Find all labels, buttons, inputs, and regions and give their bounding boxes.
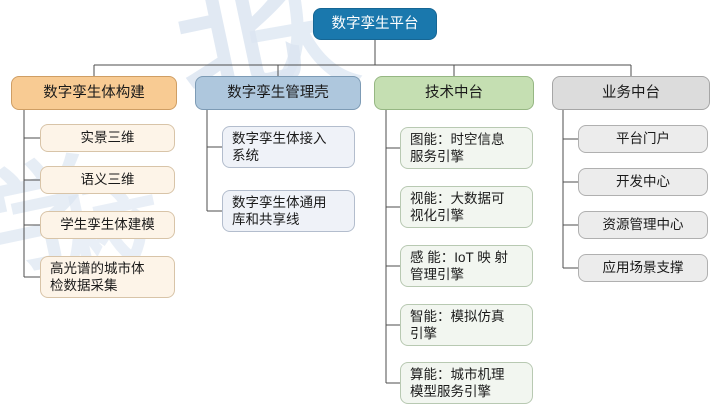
leaf-node-label: 开发中心: [616, 174, 670, 190]
leaf-node-label: 资源管理中心: [602, 217, 684, 233]
branch-node-tech-platform[interactable]: 技术中台: [374, 76, 534, 110]
leaf-node-access-system[interactable]: 数字孪生体接入 系统: [222, 126, 355, 168]
branch-node-construction[interactable]: 数字孪生体构建: [11, 76, 177, 110]
leaf-node-compute-engine[interactable]: 算能：城市机理 模型服务引擎: [400, 362, 533, 404]
leaf-node-sense-engine[interactable]: 感 能：IoT 映 射 管理引擎: [400, 245, 533, 287]
leaf-node-label: 应用场景支撑: [602, 260, 684, 276]
leaf-node-resource-center[interactable]: 资源管理中心: [578, 211, 708, 239]
leaf-node-label: 实景三维: [80, 130, 135, 146]
leaf-node-semantic-3d[interactable]: 语义三维: [40, 166, 175, 194]
leaf-node-label: 平台门户: [616, 131, 670, 147]
leaf-node-visual-engine[interactable]: 视能：大数据可 视化引擎: [400, 186, 533, 228]
leaf-node-label: 数字孪生体接入 系统: [232, 130, 327, 163]
leaf-node-label: 语义三维: [80, 172, 135, 188]
leaf-node-label: 数字孪生体通用 库和共享线: [232, 194, 327, 227]
leaf-node-label: 视能：大数据可 视化引擎: [410, 190, 505, 223]
branch-node-label: 数字孪生管理壳: [227, 84, 329, 101]
branch-node-label: 业务中台: [602, 84, 660, 101]
leaf-node-label: 图能：时空信息 服务引擎: [410, 131, 505, 164]
root-node-label: 数字孪生平台: [331, 15, 419, 32]
leaf-node-smart-engine[interactable]: 智能：模拟仿真 引擎: [400, 304, 533, 346]
root-node-digital-twin-platform[interactable]: 数字孪生平台: [313, 8, 437, 40]
branch-node-business-platform[interactable]: 业务中台: [552, 76, 710, 110]
leaf-node-twin-modeling[interactable]: 学生孪生体建模: [40, 211, 175, 239]
leaf-node-hyperspectral[interactable]: 高光谱的城市体 检数据采集: [40, 256, 175, 298]
leaf-node-label: 感 能：IoT 映 射 管理引擎: [410, 249, 509, 282]
leaf-node-label: 智能：模拟仿真 引擎: [410, 308, 505, 341]
leaf-node-common-library[interactable]: 数字孪生体通用 库和共享线: [222, 190, 355, 232]
branch-node-label: 数字孪生体构建: [43, 84, 145, 101]
leaf-node-label: 高光谱的城市体 检数据采集: [50, 260, 145, 293]
leaf-node-real-3d[interactable]: 实景三维: [40, 124, 175, 152]
leaf-node-dev-center[interactable]: 开发中心: [578, 168, 708, 196]
leaf-node-label: 学生孪生体建模: [60, 217, 155, 233]
leaf-node-scenario-support[interactable]: 应用场景支撑: [578, 254, 708, 282]
leaf-node-map-engine[interactable]: 图能：时空信息 服务引擎: [400, 127, 533, 169]
leaf-node-label: 算能：城市机理 模型服务引擎: [410, 366, 505, 399]
branch-node-label: 技术中台: [425, 84, 483, 101]
leaf-node-portal[interactable]: 平台门户: [578, 125, 708, 153]
branch-node-management-shell[interactable]: 数字孪生管理壳: [195, 76, 361, 110]
